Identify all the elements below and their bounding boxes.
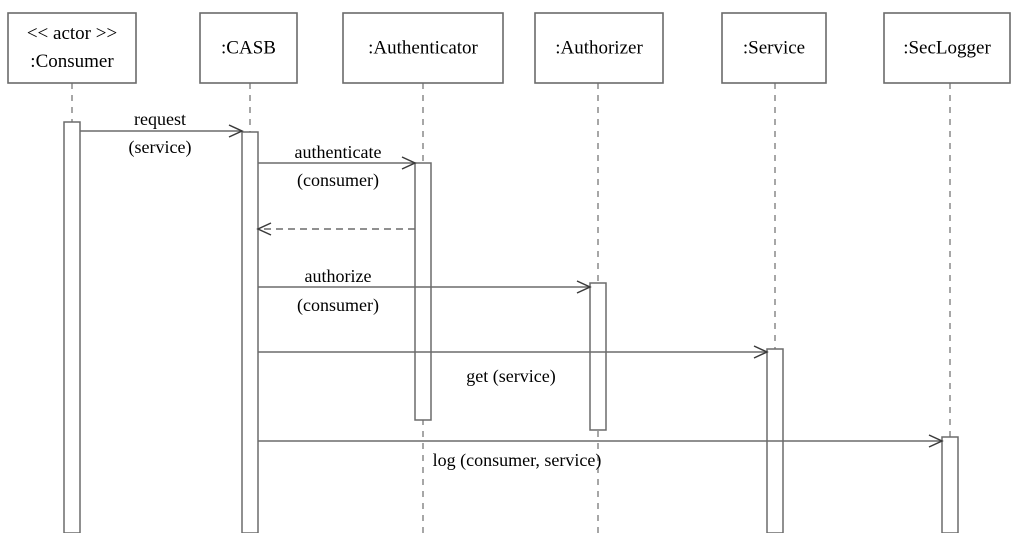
message-label-args: (service) xyxy=(129,137,192,158)
lifeline-name: :Consumer xyxy=(30,51,114,72)
arrow-head-icon xyxy=(256,222,272,236)
activation-bar xyxy=(63,121,81,533)
lifeline-head-box[interactable] xyxy=(342,12,504,84)
message-m6[interactable]: log (consumer, service) xyxy=(258,434,944,471)
message-label: log (consumer, service) xyxy=(433,450,602,471)
arrow-head-icon xyxy=(228,124,244,138)
message-m5[interactable]: get (service) xyxy=(258,345,769,387)
lifelines-layer: << actor >> :Consumer :CASB :Authenticator:… xyxy=(7,12,1011,533)
activation-bar xyxy=(589,282,607,431)
arrow-head-icon xyxy=(401,156,417,170)
lifeline-head-box[interactable] xyxy=(199,12,298,84)
lifeline-service: :Service xyxy=(721,12,827,533)
message-label-args: (consumer) xyxy=(297,295,379,316)
lifeline-name: :Service xyxy=(743,37,805,58)
message-label: request xyxy=(134,109,186,129)
message-m4[interactable]: authorize (consumer) xyxy=(258,266,592,316)
message-label: authenticate xyxy=(295,142,382,162)
lifeline-authorizer: :Authorizer xyxy=(534,12,664,533)
lifeline-seclogger: :SecLogger xyxy=(883,12,1011,533)
activation-bar xyxy=(941,436,959,533)
arrow-head-icon xyxy=(753,345,769,359)
messages-layer: request(service)authenticate(consumer)au… xyxy=(80,109,944,471)
activation-bar xyxy=(241,131,259,533)
lifeline-name: :CASB xyxy=(221,37,276,58)
lifeline-name: :SecLogger xyxy=(903,37,991,58)
lifeline-casb: :CASB xyxy=(199,12,298,533)
arrow-head-icon xyxy=(928,434,944,448)
arrow-head-icon xyxy=(576,280,592,294)
message-label: get (service) xyxy=(466,366,555,387)
lifeline-name: :Authorizer xyxy=(555,37,643,58)
lifeline-stereotype: << actor >> xyxy=(27,23,117,44)
lifeline-head-box[interactable] xyxy=(721,12,827,84)
lifeline-authenticator: :Authenticator xyxy=(342,12,504,533)
lifeline-head-box[interactable] xyxy=(534,12,664,84)
lifeline-head-box[interactable] xyxy=(7,12,137,84)
message-m1[interactable]: request (service) xyxy=(80,109,244,158)
lifeline-name: :Authenticator xyxy=(368,37,478,58)
lifeline-head-box[interactable] xyxy=(883,12,1011,84)
message-m3[interactable] xyxy=(256,222,415,236)
message-label-args: (consumer) xyxy=(297,170,379,191)
message-m2[interactable]: authenticate (consumer) xyxy=(258,142,417,191)
lifeline-consumer: << actor >> :Consumer xyxy=(7,12,137,533)
message-label: authorize xyxy=(305,266,372,286)
activation-bar xyxy=(414,162,432,421)
